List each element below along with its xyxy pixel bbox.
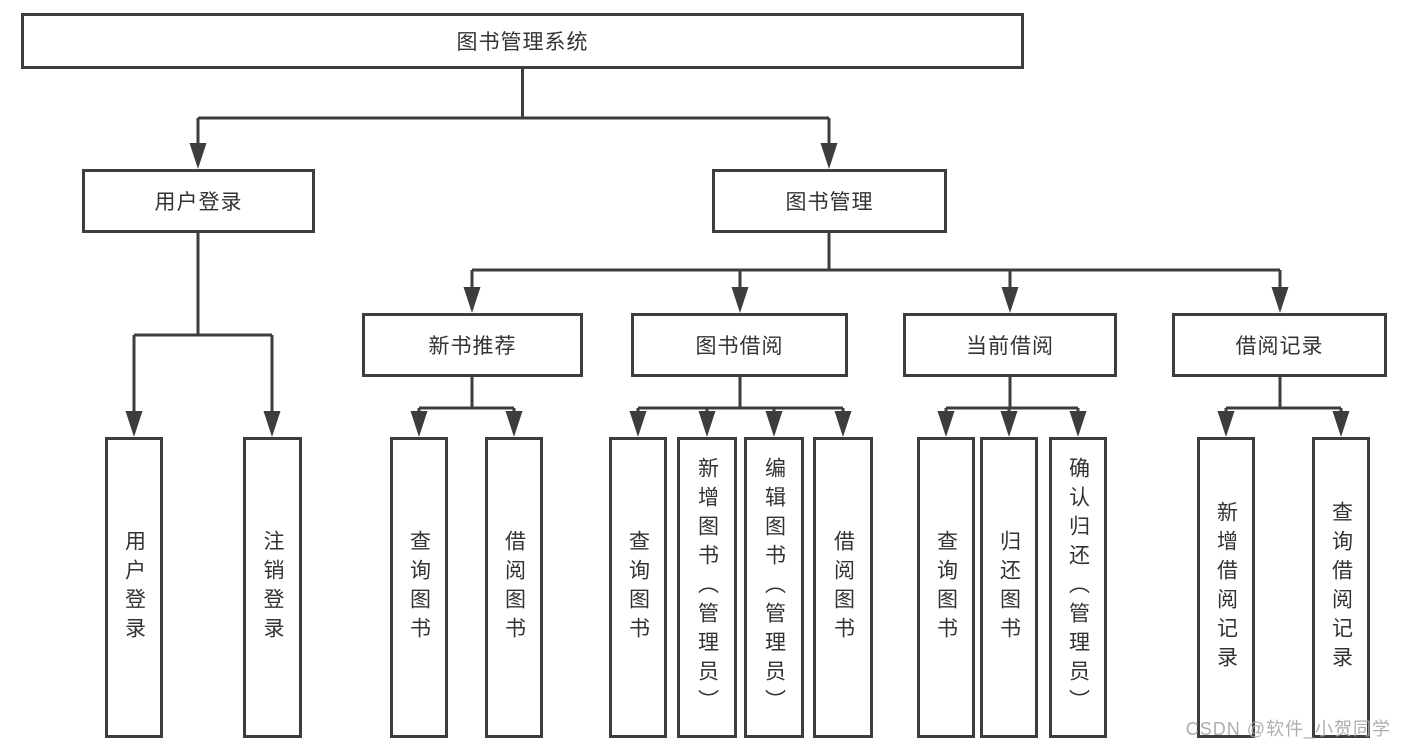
node-current-borrow: 当前借阅 xyxy=(903,313,1117,377)
node-leaf-user-login-label: 用户登录 xyxy=(122,529,146,646)
node-leaf-add-borrow-record: 新增借阅记录 xyxy=(1197,437,1255,738)
node-new-book-recommend: 新书推荐 xyxy=(362,313,583,377)
node-root-system-label: 图书管理系统 xyxy=(456,31,589,54)
node-leaf-logout: 注销登录 xyxy=(243,437,302,738)
node-leaf-return-books: 归还图书 xyxy=(980,437,1038,738)
node-leaf-borrow-books-recommend-label: 借阅图书 xyxy=(502,529,526,646)
node-leaf-edit-books-admin-label: 编辑图书（管理员） xyxy=(762,457,786,718)
node-new-book-recommend-label: 新书推荐 xyxy=(428,335,517,358)
node-leaf-query-books-borrow: 查询图书 xyxy=(609,437,667,738)
node-book-borrow-label: 图书借阅 xyxy=(695,335,784,358)
node-leaf-query-books-current: 查询图书 xyxy=(917,437,975,738)
node-leaf-confirm-return-admin-label: 确认归还（管理员） xyxy=(1066,457,1090,718)
node-leaf-query-books-current-label: 查询图书 xyxy=(934,529,958,646)
node-borrow-records-label: 借阅记录 xyxy=(1235,335,1324,358)
node-leaf-query-books-recommend-label: 查询图书 xyxy=(407,529,431,646)
node-leaf-borrow-books-label: 借阅图书 xyxy=(831,529,855,646)
node-leaf-query-books-borrow-label: 查询图书 xyxy=(626,529,650,646)
node-leaf-logout-label: 注销登录 xyxy=(261,529,284,646)
node-current-borrow-label: 当前借阅 xyxy=(966,335,1054,358)
node-leaf-edit-books-admin: 编辑图书（管理员） xyxy=(744,437,804,738)
node-leaf-confirm-return-admin: 确认归还（管理员） xyxy=(1049,437,1107,738)
node-leaf-borrow-books-recommend: 借阅图书 xyxy=(485,437,543,738)
node-user-login: 用户登录 xyxy=(82,169,315,233)
node-leaf-add-borrow-record-label: 新增借阅记录 xyxy=(1214,500,1238,675)
csdn-watermark: CSDN @软件_小贺同学 xyxy=(1185,719,1391,739)
node-leaf-query-borrow-record: 查询借阅记录 xyxy=(1312,437,1370,738)
node-root-system: 图书管理系统 xyxy=(21,13,1024,69)
node-leaf-return-books-label: 归还图书 xyxy=(997,529,1021,646)
node-leaf-add-books-admin: 新增图书（管理员） xyxy=(677,437,737,738)
node-leaf-borrow-books: 借阅图书 xyxy=(813,437,873,738)
node-leaf-query-borrow-record-label: 查询借阅记录 xyxy=(1329,500,1353,675)
node-leaf-add-books-admin-label: 新增图书（管理员） xyxy=(695,457,719,718)
node-book-borrow: 图书借阅 xyxy=(631,313,848,377)
node-borrow-records: 借阅记录 xyxy=(1172,313,1387,377)
node-leaf-query-books-recommend: 查询图书 xyxy=(390,437,448,738)
node-book-management: 图书管理 xyxy=(712,169,947,233)
node-book-management-label: 图书管理 xyxy=(785,191,874,214)
node-user-login-label: 用户登录 xyxy=(154,191,243,214)
node-leaf-user-login: 用户登录 xyxy=(105,437,163,738)
